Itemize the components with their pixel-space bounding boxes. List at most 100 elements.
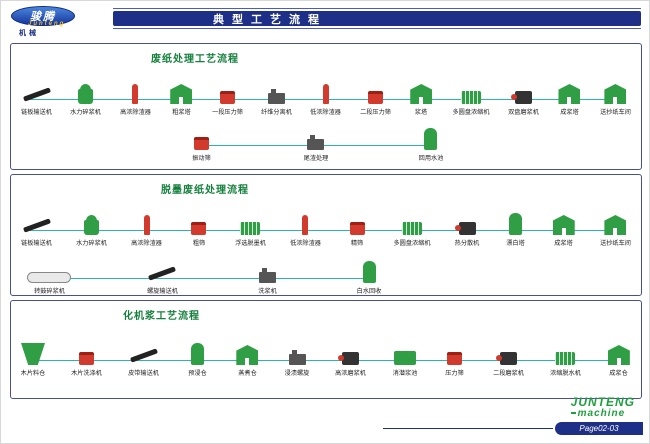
machine-icon xyxy=(268,89,286,104)
screen-icon xyxy=(447,352,463,365)
logo-main-text: 骏腾 xyxy=(30,11,56,23)
refiner-icon xyxy=(338,352,360,365)
equipment-label: 成浆塔 xyxy=(554,240,573,247)
equipment-label: 低浓除渣器 xyxy=(310,109,342,116)
tower-icon xyxy=(424,128,438,150)
equipment-label: 浮选脱墨机 xyxy=(234,240,266,247)
company-logo: 骏腾 Junteng 机械 xyxy=(11,6,111,40)
flow-item-pulper: 水力碎浆机 xyxy=(74,215,109,249)
flow-rows: 链板输送机水力碎浆机高浓除渣器粗筛浮选脱墨机低浓除渣器精筛多圆盘浓缩机热分散机漂… xyxy=(19,199,633,297)
flow-item-machine: 纤维分离机 xyxy=(259,89,294,118)
equipment-label: 一段压力筛 xyxy=(211,109,243,116)
flow-item-hopper: 木片料仓 xyxy=(19,343,47,379)
equipment-label: 皮带输送机 xyxy=(128,370,160,377)
flow-title: 化机浆工艺流程 xyxy=(123,311,200,322)
equipment-label: 双盘磨浆机 xyxy=(508,109,539,116)
flow-item-pulper: 水力碎浆机 xyxy=(68,84,103,118)
tank-icon xyxy=(558,84,581,104)
flow-row: 链板输送机水力碎浆机高浓除渣器粗筛浮选脱墨机低浓除渣器精筛多圆盘浓缩机热分散机漂… xyxy=(19,199,633,249)
flow-item-drum: 转鼓碎浆机 xyxy=(27,272,71,297)
flow-row: 木片料仓木片洗涤机皮带输送机预浸仓蒸煮仓浸渍螺旋高浓磨浆机消潜浆池压力筛二段磨浆… xyxy=(19,329,633,379)
equipment-label: 消潜浆池 xyxy=(392,370,417,377)
refiner-icon xyxy=(454,222,476,235)
flow-item-tower: 预浸仓 xyxy=(183,343,211,379)
tank-icon xyxy=(236,345,259,365)
machine-icon xyxy=(288,350,306,365)
screen-icon xyxy=(79,352,95,365)
flow-item-screen: 二段压力筛 xyxy=(358,91,393,118)
flow-item-tank: 送抄纸车间 xyxy=(598,84,633,118)
flow-item-tower: 白水回收 xyxy=(355,261,383,297)
equipment-label: 链板输送机 xyxy=(21,109,52,116)
pulper-icon xyxy=(84,215,100,235)
equipment-label: 回用水池 xyxy=(418,155,444,162)
flow-item-tank: 成浆塔 xyxy=(550,215,578,249)
tank-icon xyxy=(410,84,433,104)
flow-item-disc: 浓缩脱水机 xyxy=(548,352,583,379)
equipment-label: 浆塔 xyxy=(415,109,428,116)
flow-row: 链板输送机 水力碎浆机高浓除渣器 粗浆塔 一段压力筛 纤维分离机低浓除渣器 二段压力筛 浆塔… xyxy=(19,68,633,118)
logo-sub-text: 机械 xyxy=(19,30,39,37)
flow-item-tank: 浆塔 xyxy=(407,84,435,118)
conveyor-icon xyxy=(22,218,51,233)
flow-item-refiner: 双盘磨浆机 xyxy=(506,91,541,118)
equipment-label: 漂白塔 xyxy=(506,240,525,247)
disc-icon xyxy=(555,352,576,365)
flow-item-refiner: 高浓磨浆机 xyxy=(333,352,368,379)
flow-item-cleaner: 低浓除渣器 xyxy=(308,84,343,118)
flow-item-chest: 消潜浆池 xyxy=(391,351,419,379)
hopper-icon xyxy=(21,343,45,365)
tower-icon xyxy=(190,343,204,365)
flow-rows: 链板输送机 水力碎浆机高浓除渣器 粗浆塔 一段压力筛 纤维分离机低浓除渣器 二段压力筛 浆塔… xyxy=(19,68,633,164)
flow-item-screen: 压力筛 xyxy=(441,352,469,379)
pulper-icon xyxy=(78,84,94,104)
equipment-label: 洗浆机 xyxy=(258,288,277,295)
screen-icon xyxy=(193,137,209,150)
flow-title: 脱墨废纸处理流程 xyxy=(161,185,249,196)
refiner-icon xyxy=(495,352,517,365)
equipment-label: 成浆仓 xyxy=(609,370,629,377)
flow-item-cleaner: 高浓除渣器 xyxy=(129,215,164,249)
equipment-label: 木片料仓 xyxy=(20,370,46,377)
disc-icon xyxy=(240,222,261,235)
brand-logo: JUNTENG machine xyxy=(571,396,635,419)
equipment-label: 高浓除渣器 xyxy=(119,109,151,116)
equipment-label: 多圆盘浓缩机 xyxy=(393,240,431,247)
page-title: 典型工艺流程 xyxy=(213,13,327,26)
flow-item-tank: 成浆塔 xyxy=(555,84,583,118)
equipment-label: 预浸仓 xyxy=(187,370,207,377)
screen-icon xyxy=(349,222,365,235)
equipment-label: 链板输送机 xyxy=(21,240,52,247)
flow-item-screen: 振动筛 xyxy=(187,137,215,164)
equipment-label: 转鼓碎浆机 xyxy=(33,288,65,295)
equipment-label: 多圆盘浓缩机 xyxy=(452,109,490,116)
flow-row: 转鼓碎浆机螺旋输送机洗浆机白水回收 xyxy=(27,253,383,297)
chest-icon xyxy=(393,351,416,365)
equipment-label: 二段压力筛 xyxy=(359,109,391,116)
logo-oval: 骏腾 Junteng xyxy=(11,6,75,27)
equipment-label: 送抄纸车间 xyxy=(599,240,631,247)
page-title-bar: 典型工艺流程 xyxy=(113,8,641,29)
disc-icon xyxy=(402,222,423,235)
equipment-label: 热分散机 xyxy=(455,240,480,247)
tank-icon xyxy=(607,345,630,365)
flow-item-screen: 一段压力筛 xyxy=(210,91,245,118)
flow-item-tower: 漂白塔 xyxy=(502,213,530,249)
tank-icon xyxy=(552,215,575,235)
panel-waste-paper-flow: 废纸处理工艺流程 链板输送机水力碎浆机高浓除渣器粗浆塔一段压力筛纤维分离机低浓除… xyxy=(10,43,642,170)
equipment-label: 蒸煮仓 xyxy=(238,370,257,377)
flow-item-tank: 粗浆塔 xyxy=(167,84,195,118)
equipment-label: 粗浆塔 xyxy=(171,109,191,116)
tank-icon xyxy=(604,215,627,235)
flow-item-cleaner: 低浓除渣器 xyxy=(288,215,323,249)
equipment-label: 低浓除渣器 xyxy=(289,240,321,247)
tower-icon xyxy=(509,213,523,235)
flow-item-refiner: 二段磨浆机 xyxy=(491,352,526,379)
flow-item-tank: 成浆仓 xyxy=(605,345,633,379)
flow-item-conveyor: 链板输送机 xyxy=(19,218,54,249)
equipment-label: 压力筛 xyxy=(445,370,464,377)
cleaner-icon xyxy=(302,215,309,235)
equipment-label: 成浆塔 xyxy=(560,109,579,116)
page-number: Page02-03 xyxy=(579,424,619,433)
cleaner-icon xyxy=(322,84,329,104)
